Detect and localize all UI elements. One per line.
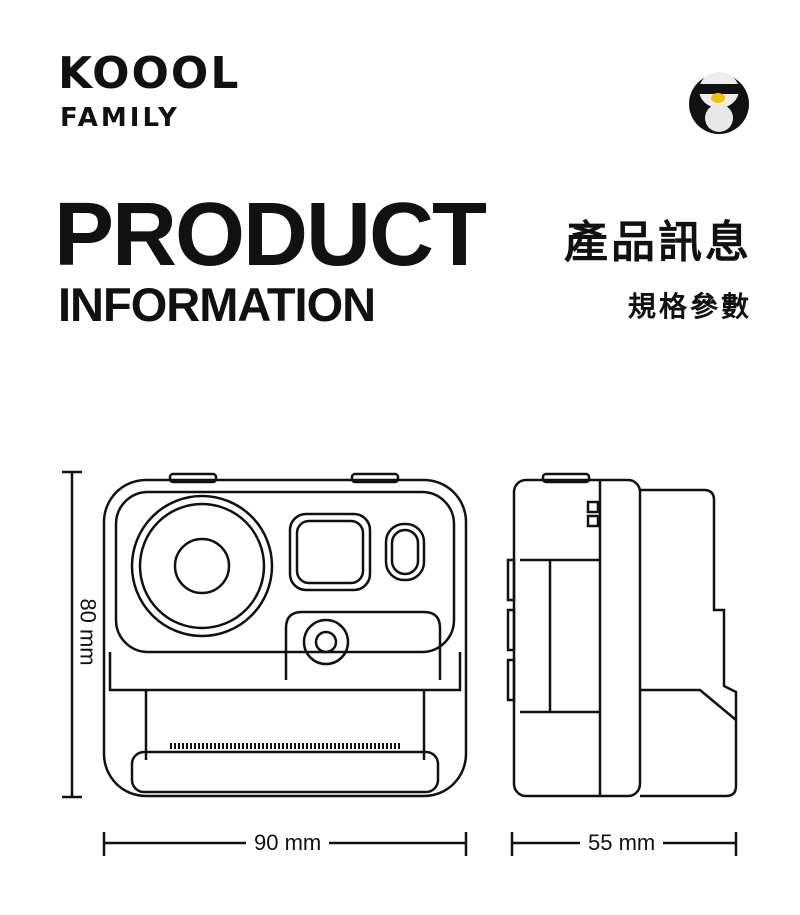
camera-front-view: [102, 472, 468, 798]
title-zh-product-info: 產品訊息: [564, 217, 752, 268]
brand-logo-line1: KOOOL: [58, 48, 241, 99]
brand-logo-line2: FAMILY: [60, 103, 180, 133]
title-zh-specs: 規格參數: [627, 290, 752, 323]
camera-side-view: [506, 472, 738, 798]
depth-dimension-label: 55 mm: [580, 831, 664, 855]
width-dimension-label: 90 mm: [246, 831, 330, 855]
title-information: INFORMATION: [58, 278, 376, 331]
height-dimension-line: [62, 470, 82, 799]
height-dimension-label: 80 mm: [75, 590, 101, 674]
title-product: PRODUCT: [54, 185, 487, 285]
mascot-icon: [689, 72, 749, 134]
